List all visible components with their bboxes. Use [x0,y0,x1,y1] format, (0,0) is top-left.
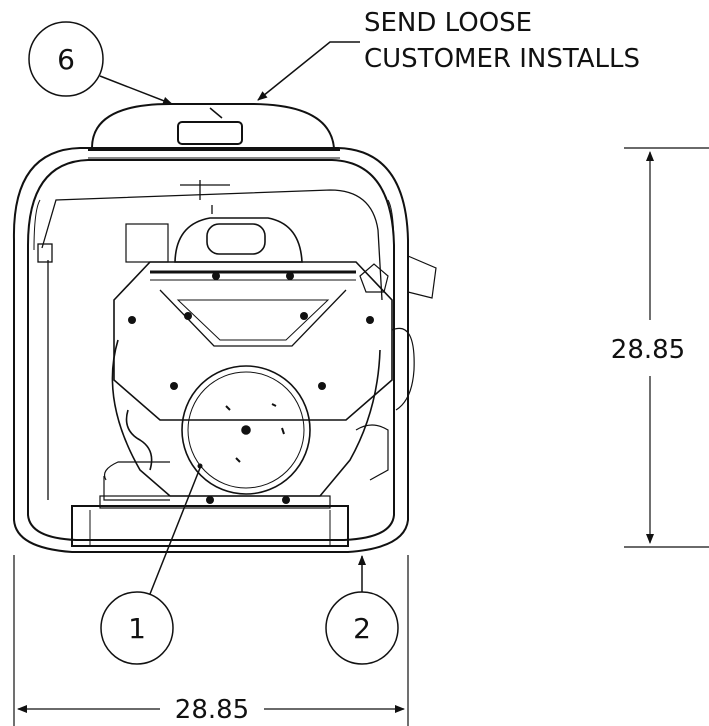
note-leader [257,41,360,101]
frame-tube [12,147,409,553]
balloon-1: 1 [100,463,203,665]
note-line-1: SEND LOOSE [364,8,532,38]
base-skid [71,495,349,547]
width-dimension [13,555,409,726]
balloon-6-label: 6 [57,43,75,76]
height-dimension-value: 28.85 [611,335,685,365]
side-braces [37,180,383,500]
lifting-bracket [88,103,340,159]
balloon-6: 6 [28,21,173,105]
leader-dot-1 [197,463,203,469]
balloon-2-label: 2 [353,612,371,645]
balloon-1-label: 1 [128,612,146,645]
height-dimension [624,147,709,548]
engine-block [103,217,437,504]
note-line-2: CUSTOMER INSTALLS [364,44,640,74]
width-dimension-value: 28.85 [175,695,249,725]
balloon-2: 2 [325,555,399,665]
